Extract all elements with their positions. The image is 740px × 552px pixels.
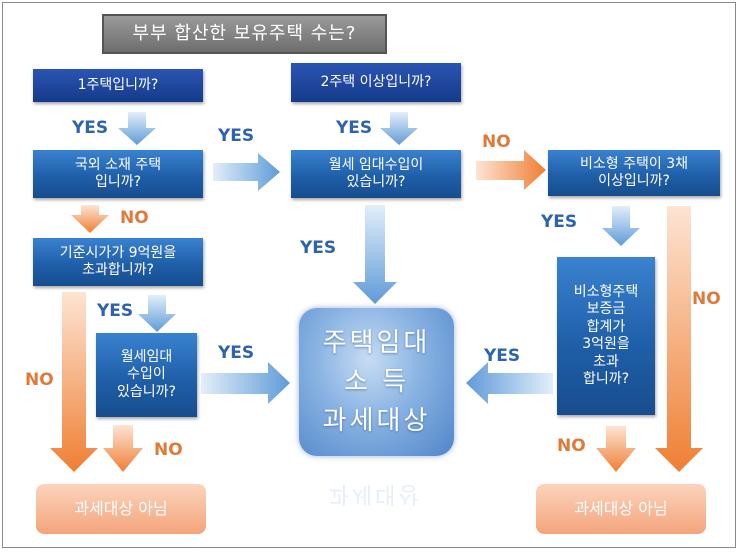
arrow-yes-7	[201, 362, 290, 404]
arrow-no-6	[596, 426, 636, 472]
no-label-3: NO	[692, 289, 721, 309]
box-price-over: 기준시가가 9억원을 초과합니까?	[33, 238, 203, 286]
arrow-no-5	[655, 206, 703, 472]
arrow-yes-4	[353, 205, 397, 304]
arrow-no-1	[71, 205, 109, 233]
box-small-houses: 비소형 주택이 3채 이상입니까?	[548, 150, 720, 196]
box-not-taxable-left: 과세대상 아님	[36, 484, 206, 534]
yes-label-5: YES	[300, 238, 337, 258]
no-label-1: NO	[482, 132, 511, 152]
arrow-yes-6	[138, 295, 176, 332]
no-label-5: NO	[154, 440, 183, 460]
yes-label-6: YES	[97, 301, 134, 321]
no-label-6: NO	[557, 436, 586, 456]
box-monthly-rent-left: 월세임대 수입이 있습니까?	[96, 333, 197, 417]
box-monthly-rent-top: 월세 임대수입이 있습니까?	[291, 150, 461, 198]
yes-label-7: YES	[218, 343, 255, 363]
box-deposit: 비소형주택 보증금 합계가 3억원을 초과 합니까?	[557, 257, 655, 415]
no-label-4: NO	[25, 370, 54, 390]
box-not-taxable-right: 과세대상 아님	[536, 484, 706, 534]
arrow-no-3	[50, 292, 98, 472]
arrow-no-4	[103, 425, 143, 472]
yes-label-8: YES	[484, 346, 521, 366]
box-two-houses: 2주택 이상입니까?	[291, 63, 461, 102]
arrow-yes-1	[118, 112, 156, 145]
yes-label-2: YES	[218, 126, 255, 146]
box-one-house: 1주택입니까?	[33, 69, 203, 102]
arrow-yes-8	[466, 362, 553, 404]
yes-label-4: YES	[541, 212, 578, 232]
box-overseas: 국외 소재 주택 입니까?	[33, 150, 203, 198]
title-box: 부부 합산한 보유주택 수는?	[102, 14, 387, 54]
center-reflection: 과세대상	[328, 481, 422, 506]
no-label-2: NO	[120, 208, 149, 228]
arrow-no-2	[476, 150, 546, 190]
yes-label-1: YES	[72, 118, 109, 138]
yes-label-3: YES	[336, 118, 373, 138]
arrow-yes-3	[213, 153, 280, 191]
arrow-yes-2	[380, 112, 418, 145]
arrow-yes-5	[602, 206, 640, 246]
center-taxable-box: 주택임대 소 득 과세대상	[299, 308, 454, 456]
